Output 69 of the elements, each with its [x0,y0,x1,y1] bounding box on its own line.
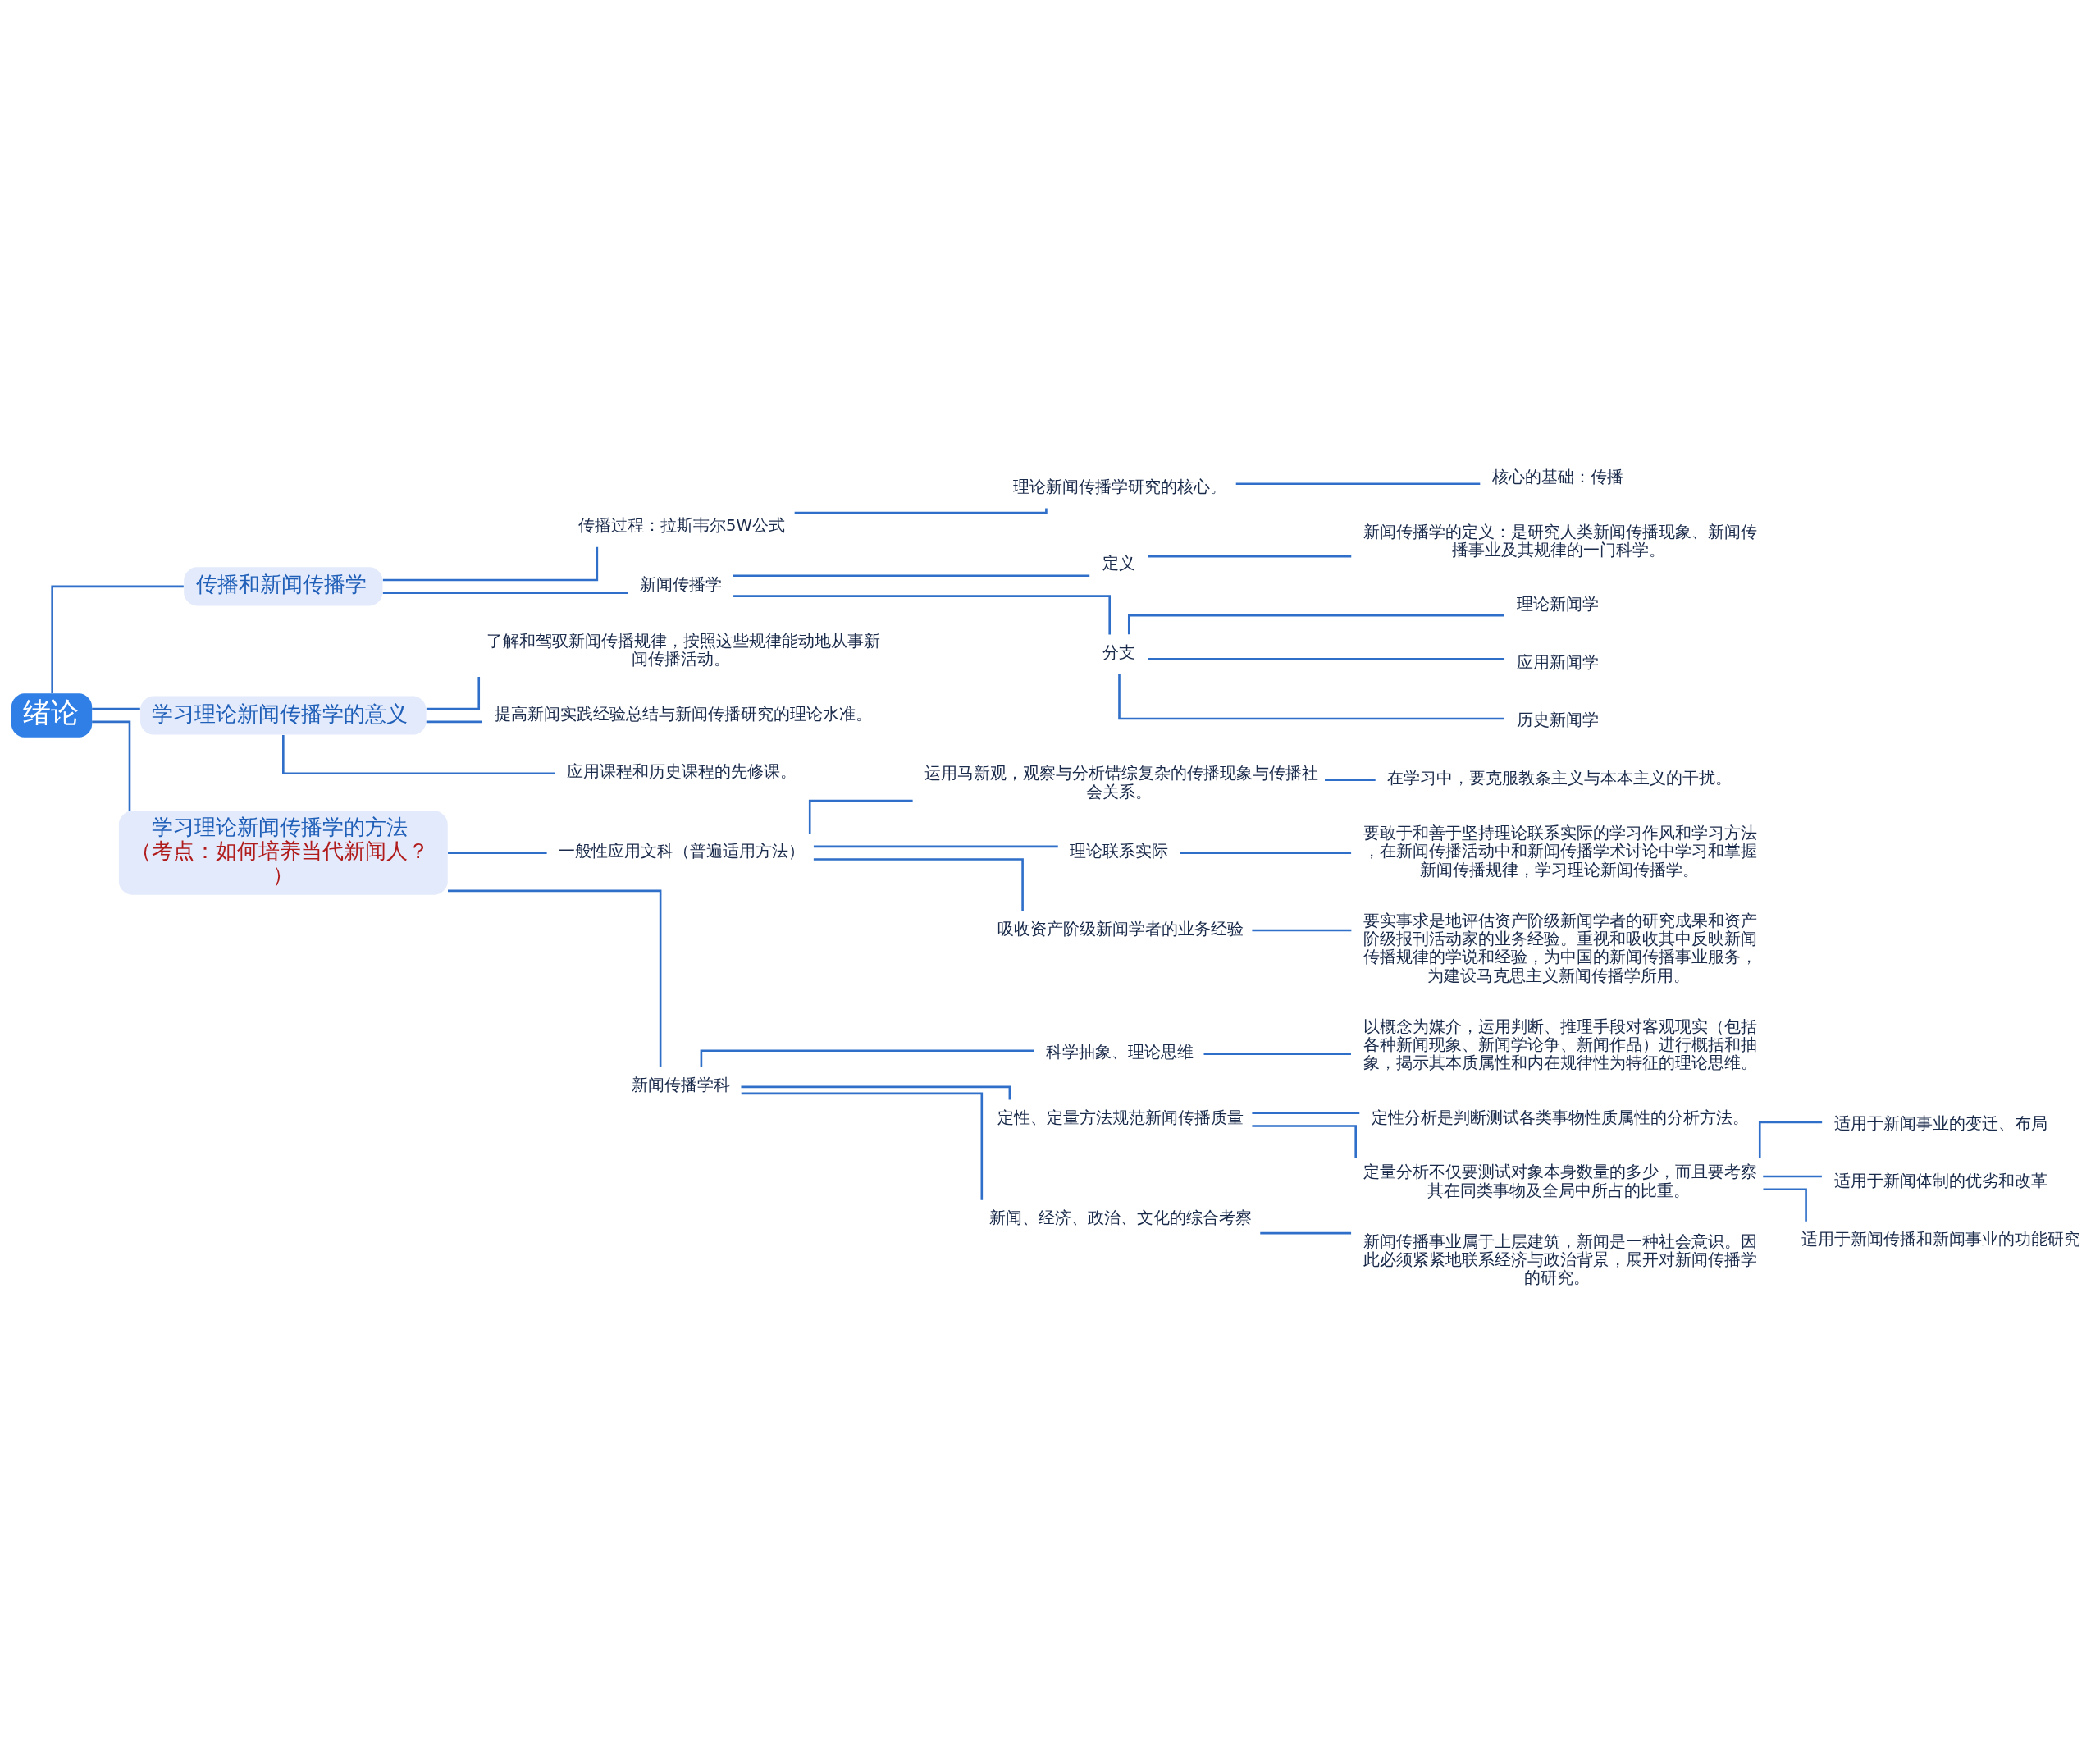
connector [1325,778,1376,781]
node-text: 定性分析是判断测试各类事物性质属性的分析方法。 [1371,1108,1749,1127]
connector [1148,657,1505,660]
connector [448,851,547,854]
node-text: 适用于新闻体制的优劣和改革 [1833,1171,2048,1190]
connector [426,676,481,710]
connector [382,591,628,594]
node-text: 新闻传播学的定义：是研究人类新闻传播现象、新闻传播事业及其规律的一门科学。 [1363,522,1757,560]
connector [794,507,1048,514]
connector [1252,1124,1357,1158]
node-text: 理论新闻传播学研究的核心。 [1013,477,1227,496]
connector [1235,482,1481,485]
connector [1127,614,1504,634]
connector [813,857,1024,911]
node-text: 理论新闻学 [1516,594,1599,614]
node-text: 新闻传播事业属于上层建筑，新闻是一种社会意识。因此必须紧紧地联系经济与政治背景，展开对新闻传播学的研究。 [1363,1231,1757,1287]
node-text: 新闻传播学 [639,574,722,594]
node-text: 传播过程：拉斯韦尔5W公式 [578,515,785,535]
connector [1763,1187,1807,1222]
node-text: 了解和驾驭新闻传播规律，按照这些规律能动地从事新闻传播活动。 [486,631,880,669]
connector [733,594,1111,634]
node-box: 学习理论新闻传播学的方法 （考点：如何培养当代新闻人？） [118,811,448,895]
connector [1763,1175,1822,1177]
node-text: 应用课程和历史课程的先修课。 [567,761,797,781]
connector [1758,1121,1823,1158]
node-text: 运用马新观，观察与分析错综复杂的传播现象与传播社会关系。 [924,763,1319,802]
node-text: 吸收资产阶级新闻学者的业务经验 [997,919,1244,939]
node-text: 一般性应用文科（普遍适用方法） [559,841,806,861]
connector [1148,555,1352,557]
connector [448,889,662,1067]
node-text: 要敢于和善于坚持理论联系实际的学习作风和学习方法，在新闻传播活动中和新闻传播学术讨论中学习和掌握新闻传播规律，学习理论新闻传播学。 [1363,823,1757,879]
connector [1118,673,1504,719]
connector [1252,1111,1360,1114]
node-text: 理论联系实际 [1070,841,1169,861]
node-box: 绪论 [11,692,93,738]
connector [1180,851,1352,854]
node-box: 学习理论新闻传播学的意义 [140,695,427,735]
node-text: 适用于新闻传播和新闻事业的功能研究 [1801,1229,2081,1249]
node-text: 分支 [1102,642,1135,662]
node-box: 传播和新闻传播学 [184,566,383,605]
node-text: 适用于新闻事业的变迁、布局 [1833,1113,2048,1133]
node-text: 新闻传播学科 [631,1075,730,1094]
connector [92,707,140,710]
connector [51,585,184,693]
node-text: 要实事求是地评估资产阶级新闻学者的研究成果和资产阶级报刊活动家的业务经验。重视和吸收其中反映新闻传播规律的学说和经验，为中国的新闻传播事业服务，为建设马克思主义新闻传播学所用。 [1363,911,1757,985]
connector [700,1048,1034,1067]
connector [1203,1052,1351,1055]
node-text: 新闻、经济、政治、文化的综合考察 [988,1208,1252,1227]
connector [282,734,555,774]
node-text: 科学抽象、理论思维 [1045,1042,1194,1062]
connector [813,845,1058,847]
connector [1252,929,1352,931]
node-text: 在学习中，要克服教条主义与本本主义的干扰。 [1387,768,1732,788]
node-text: 核心的基础：传播 [1492,467,1624,486]
node-text: 定义 [1102,553,1135,573]
connector [92,720,131,811]
node-text: 提高新闻实践经验总结与新闻传播研究的理论水准。 [494,704,872,724]
connector [1260,1231,1352,1234]
node-text: 应用新闻学 [1516,652,1599,672]
node-text: 定量分析不仅要测试对象本身数量的多少，而且要考察其在同类事物及全局中所占的比重。 [1363,1162,1757,1200]
connector [741,1092,984,1200]
node-text: 以概念为媒介，运用判断、推理手段对客观现实（包括各种新闻现象、新闻学论争、新闻作品）进行概括和抽象，揭示其本质属性和内在规律性为特征的理论思维。 [1363,1016,1757,1072]
connector [733,573,1090,577]
connector [741,1085,1011,1100]
connector [382,546,599,581]
connector [426,720,482,723]
connector [808,799,913,834]
node-text: 定性、定量方法规范新闻传播质量 [997,1108,1244,1127]
node-text: 历史新闻学 [1516,710,1599,729]
